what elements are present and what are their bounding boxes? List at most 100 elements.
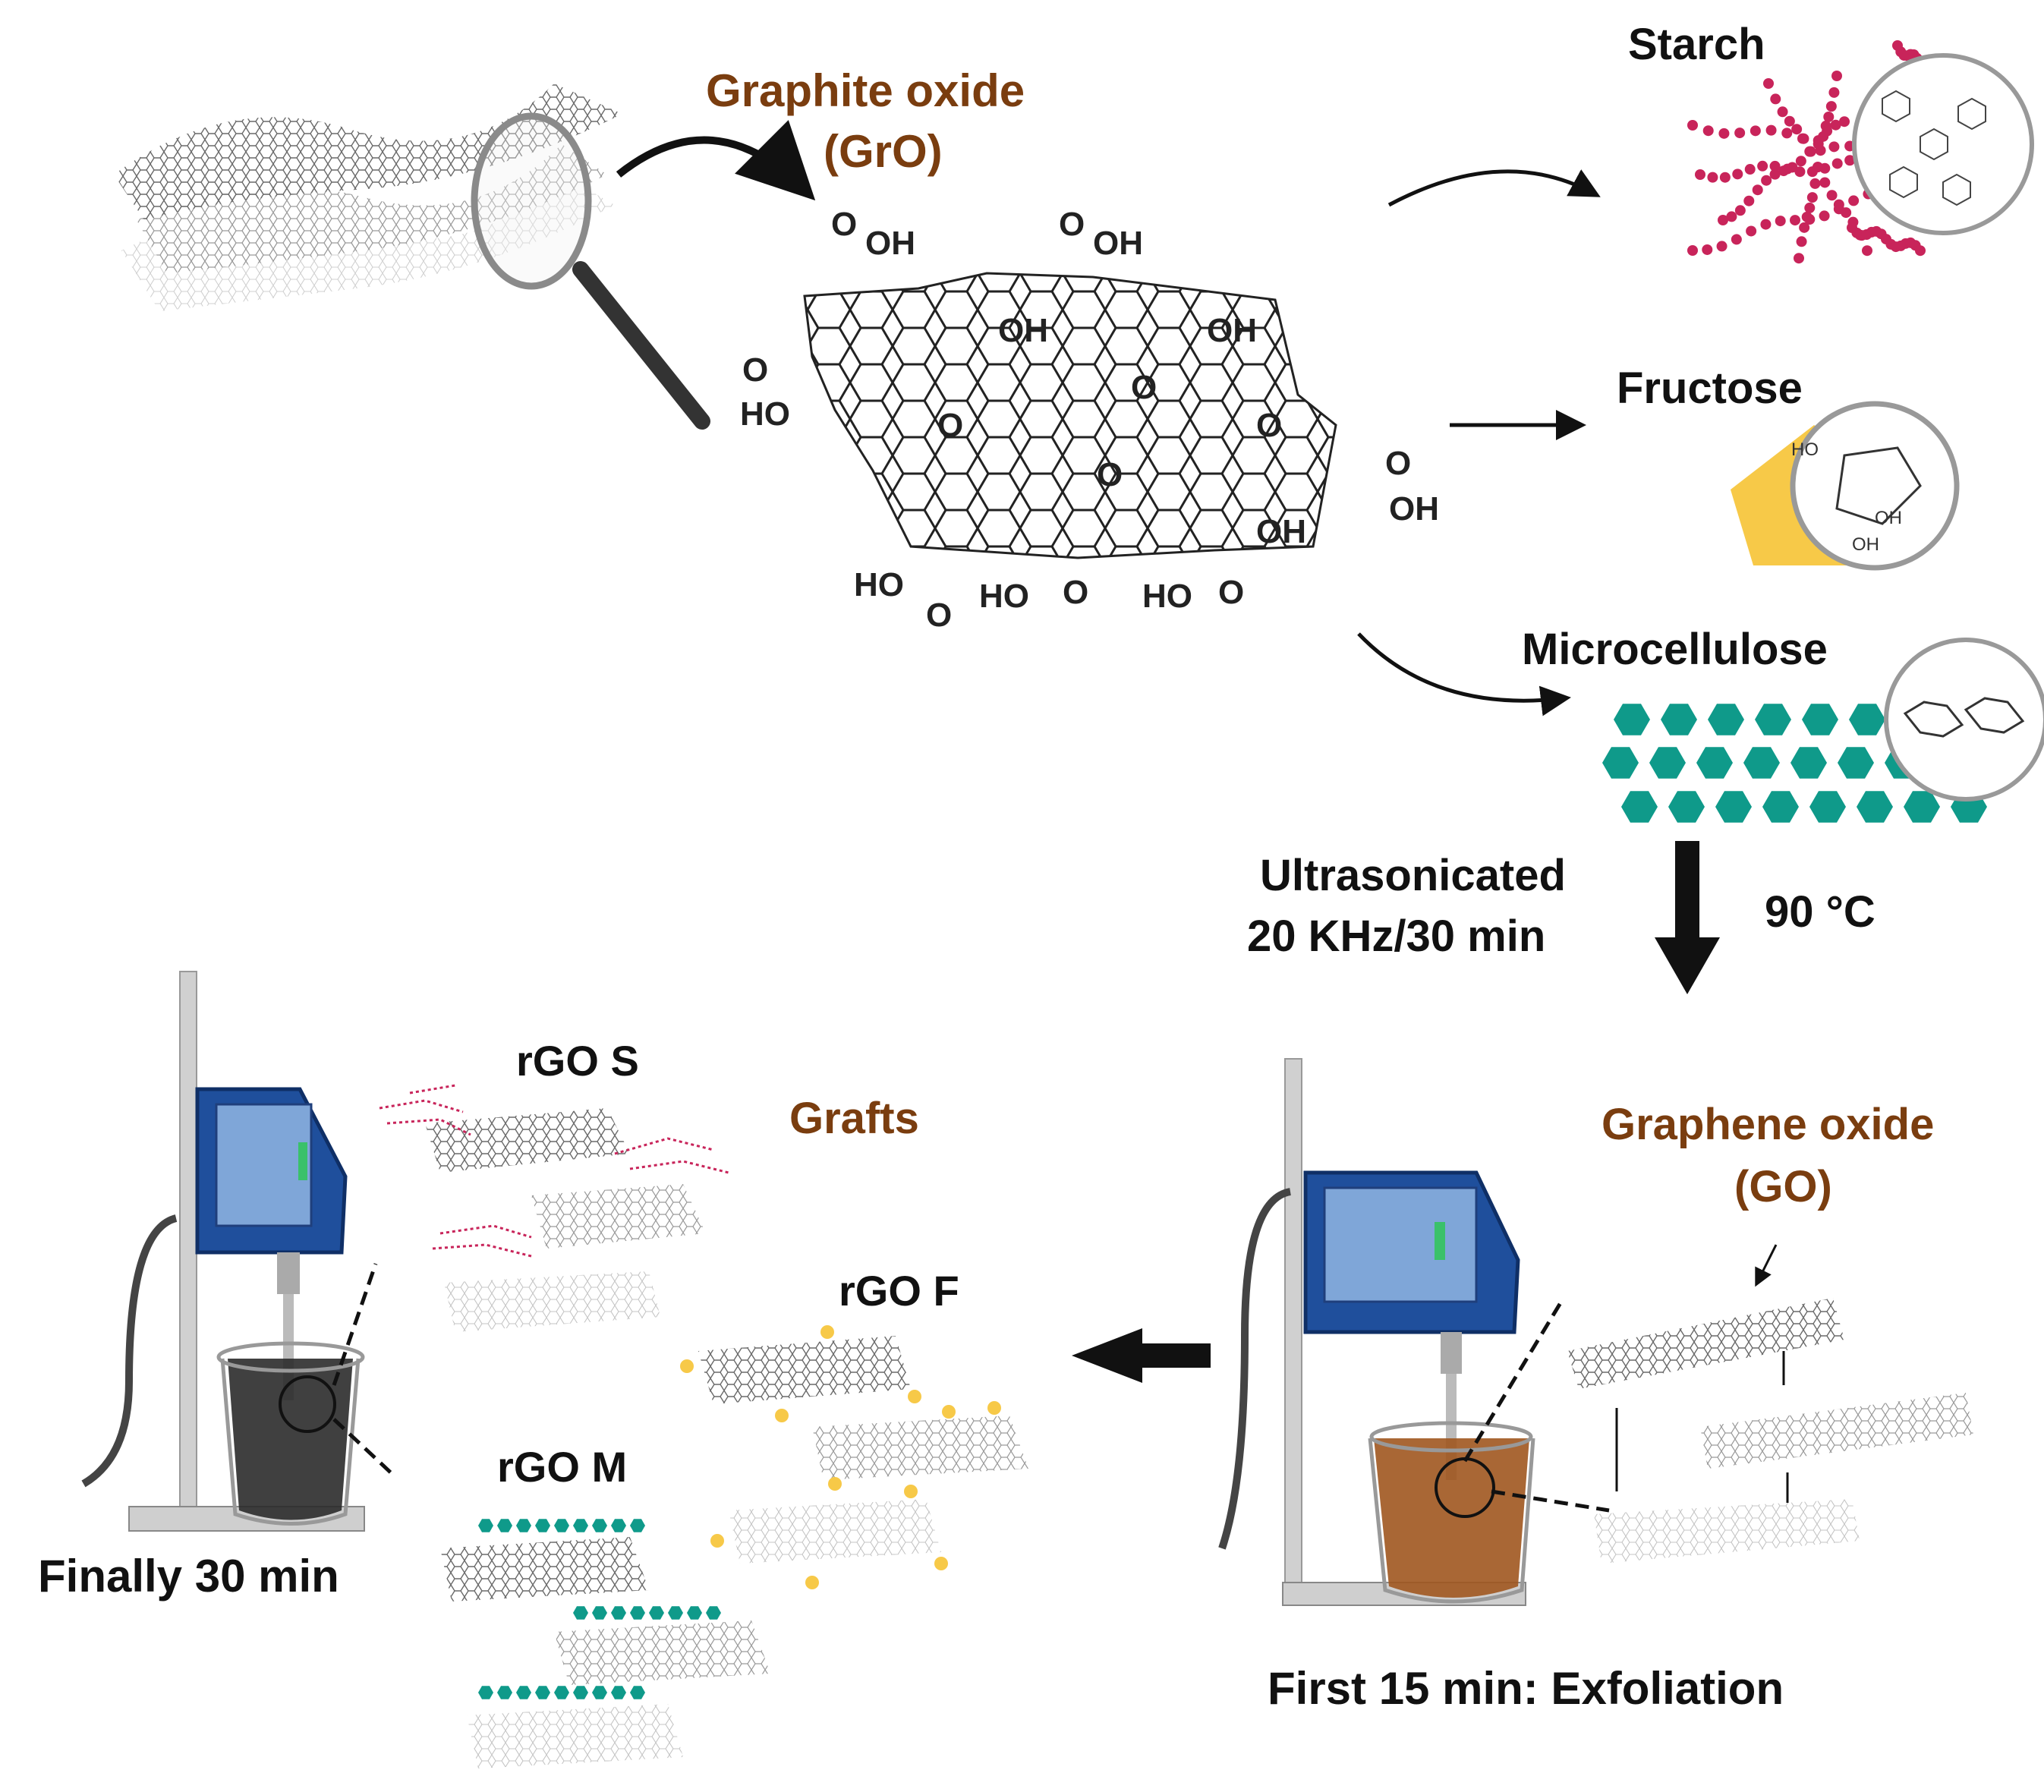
gro-oh-2: OH: [1093, 225, 1143, 262]
sonicator-left: [81, 971, 396, 1532]
cellulose-graft-unit: [573, 1686, 588, 1699]
starch-unit: [1839, 116, 1850, 128]
starch-unit: [1801, 211, 1813, 222]
gro-o-3: O: [742, 351, 768, 389]
starch-unit: [1833, 199, 1844, 210]
gro-o-6: O: [1097, 456, 1123, 493]
rgo-f-sheets: [680, 1325, 1028, 1589]
sonicator-right: [1218, 1058, 1610, 1606]
starch-unit: [1765, 124, 1777, 136]
starch-unit: [1830, 119, 1841, 131]
cellulose-graft-unit: [687, 1606, 702, 1620]
cellulose-unit: [1621, 791, 1658, 823]
starch-unit: [1806, 192, 1818, 203]
cellulose-graft-unit: [592, 1686, 607, 1699]
starch-unit: [1702, 125, 1714, 137]
starch-unit: [1769, 160, 1781, 172]
starch-unit: [1734, 205, 1746, 216]
arrow-to-starch: [1387, 169, 1601, 207]
gro-o-7: O: [1256, 407, 1282, 444]
starch-unit: [1841, 207, 1852, 219]
cellulose-unit: [1614, 704, 1650, 735]
graphene-oxide-label: Graphene oxide: [1602, 1100, 1935, 1149]
cellulose-unit: [1696, 747, 1733, 779]
ultrasonicated-label: Ultrasonicated: [1260, 851, 1566, 900]
starch-unit: [1813, 135, 1824, 146]
cellulose-graft-unit: [554, 1686, 569, 1699]
arrow-to-gro: [616, 120, 816, 201]
starch-unit: [1809, 178, 1821, 189]
cellulose-unit: [1762, 791, 1799, 823]
cellulose-graft-unit: [516, 1686, 531, 1699]
cellulose-unit: [1790, 747, 1827, 779]
starch-unit: [1804, 146, 1816, 157]
go-sheets: [1567, 1244, 1973, 1564]
left-arrow: [1072, 1328, 1211, 1383]
starch-unit: [1831, 158, 1843, 169]
gro-oh-3: OH: [998, 312, 1048, 349]
cellulose-graft-unit: [630, 1686, 645, 1699]
cellulose-zoom-circle: [1884, 638, 2044, 802]
gro-o-4: O: [937, 407, 963, 444]
cellulose-unit: [1838, 747, 1874, 779]
cellulose-unit: [1755, 704, 1791, 735]
graphite-oxide-label: Graphite oxide: [706, 65, 1025, 116]
starch-unit: [1826, 190, 1838, 201]
cellulose-unit: [1715, 791, 1752, 823]
cellulose-graft-unit: [706, 1606, 721, 1620]
cellulose-unit: [1809, 791, 1846, 823]
gro-ho-2: HO: [854, 566, 904, 603]
rgo-s-sheets: [379, 1084, 729, 1332]
starch-unit: [1825, 101, 1837, 112]
gro-oh-4: OH: [1207, 312, 1257, 349]
starch-unit: [1784, 115, 1795, 127]
gro-ho-1: HO: [740, 395, 790, 433]
cellulose-unit: [1649, 747, 1686, 779]
starch-unit: [1804, 202, 1816, 213]
gro-o-9: O: [926, 597, 952, 634]
starch-unit: [1799, 222, 1810, 233]
cellulose-graft-unit: [535, 1686, 550, 1699]
cellulose-unit: [1668, 791, 1705, 823]
first-step-label: First 15 min: Exfoliation: [1268, 1663, 1784, 1714]
gro-o-5: O: [1131, 369, 1157, 406]
starch-unit: [1798, 133, 1809, 144]
gro-oh-5: OH: [1389, 490, 1439, 528]
rgo-m-sheets: [440, 1519, 770, 1768]
gro-o-10: O: [1063, 574, 1088, 611]
grafts-label: Grafts: [789, 1094, 919, 1143]
starch-unit: [1822, 125, 1833, 137]
starch-unit: [1718, 128, 1730, 139]
starch-unit: [1763, 78, 1774, 89]
starch-unit: [1848, 195, 1860, 206]
cellulose-graft-unit: [478, 1686, 493, 1699]
starch-structure-icon: [1882, 90, 1986, 206]
cellulose-graft-unit: [573, 1606, 588, 1620]
magnifier-icon: [471, 112, 710, 430]
starch-unit: [1769, 168, 1781, 180]
starch-label: Starch: [1628, 20, 1765, 69]
fructose-zoom-circle: [1790, 401, 1960, 571]
cellulose-graft-unit: [497, 1519, 512, 1532]
starch-unit: [1831, 71, 1842, 81]
starch-unit: [1777, 106, 1788, 118]
rgo-s-label: rGO S: [516, 1037, 639, 1085]
cellulose-graft-unit: [592, 1606, 607, 1620]
arrow-to-microcellulose: [1357, 632, 1571, 716]
cellulose-graft-unit: [649, 1606, 664, 1620]
cellulose-unit: [1661, 704, 1697, 735]
starch-unit: [1828, 141, 1840, 153]
starch-unit: [1707, 172, 1718, 183]
starch-unit: [1702, 244, 1713, 255]
starch-unit: [1796, 236, 1807, 247]
cellulose-graft-unit: [554, 1519, 569, 1532]
starch-unit: [1819, 177, 1831, 188]
starch-unit: [1719, 172, 1731, 183]
starch-unit: [1823, 111, 1835, 122]
starch-unit: [1770, 93, 1781, 105]
starch-zoom-circle: [1852, 53, 2034, 235]
starch-unit: [1819, 210, 1830, 222]
starch-unit: [1806, 166, 1818, 178]
cellulose-graft-unit: [535, 1519, 550, 1532]
